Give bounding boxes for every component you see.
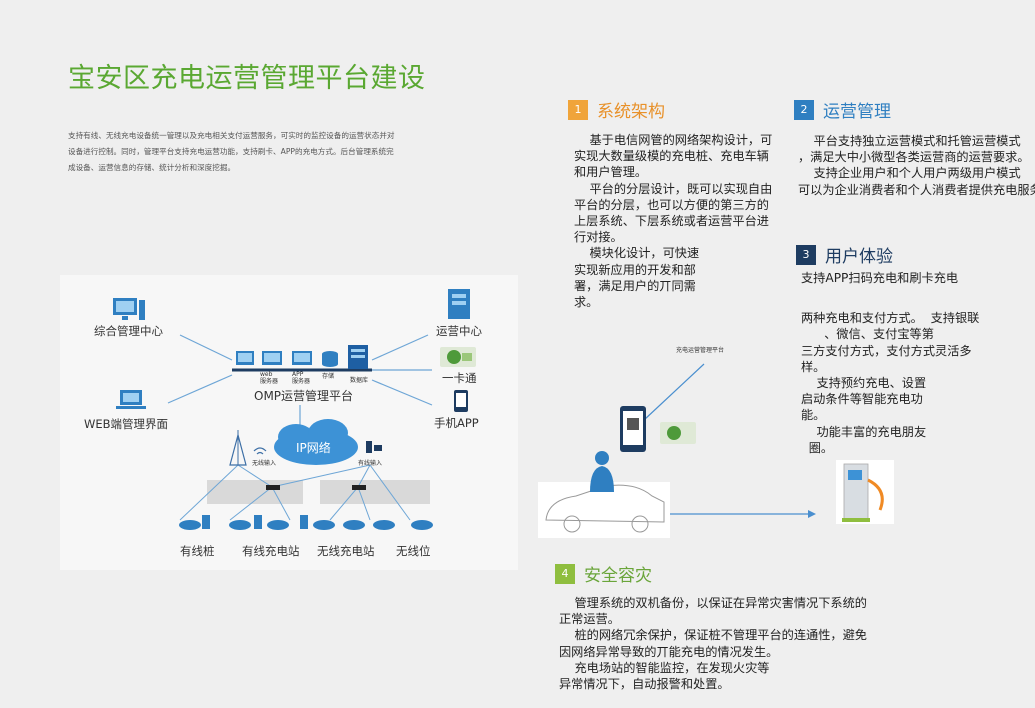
label-wireless-station: 无线充电站 [317,544,375,558]
text-line: 实现大数量级模的充电桩、充电车辆 [574,149,769,164]
label-wired-pile: 有线桩 [180,544,215,558]
server-label-database: 数据库 [350,377,369,384]
text-line: 三方支付方式，支付方式灵活多 [801,343,972,358]
text-line: 可以为企业消费者和个人消费者提供充电服务。 [798,182,1035,197]
text-line: 求。 [574,295,599,310]
text-line: 平台的分层设计，既可以实现自由 [574,181,773,196]
text-line: 充电场站的智能监控，在发现火灾等 [559,660,770,675]
text-line [801,286,979,302]
text-line: 支持APP扫码充电和刷卡充电 [801,271,959,285]
ip-network-label: IP网络 [296,441,331,455]
text-line: 、微信、支付宝等第 [801,327,934,342]
label-one-card: 一卡通 [442,371,477,385]
text-line: ，满足大中小微型各类运营商的运营要求。 [798,150,1030,165]
wireless-input-label: 无线输入 [252,460,277,467]
text-line: 正常运营。 [559,612,620,627]
text-line: 平台支持独立运营模式和托管运营模式 [798,134,1021,148]
section-4-header: 4 安全容灾 [555,561,652,586]
text-line: 行对接。 [574,230,623,245]
section-1-header: 1 系统架构 [568,97,665,122]
car-charger-row [178,511,438,537]
network-diagram: 综合管理中心 WEB端管理界面 web 服务器 APP 服务器 存储 数据库 O… [60,275,518,570]
laptop-icon [116,388,148,416]
platform-label: OMP运营管理平台 [254,389,354,403]
text-line: 上层系统、下层系统或者运营平台进 [574,214,769,229]
text-line: 平台的分层，也可以方便的第三方的 [574,197,769,212]
label-integrated-management: 综合管理中心 [94,324,163,338]
text-line: 能。 [801,408,826,423]
section-title: 系统架构 [597,102,665,122]
text-line: 基于电信网管的网络架构设计，可 [574,133,773,147]
section-number-badge: 1 [568,99,588,120]
section-title: 用户体验 [825,247,893,267]
section-number-badge: 4 [555,563,575,584]
section-3-header: 3 用户体验 [796,242,893,267]
text-line: 模块化设计，可快速 [574,246,700,261]
server-label-app: APP 服务器 [292,371,311,385]
text-line: 启动条件等智能充电功 [801,392,923,407]
server-label-web: web 服务器 [260,371,279,385]
section-1-body: 基于电信网管的网络架构设计，可 实现大数量级模的充电桩、充电车辆 和用户管理。 … [574,132,772,310]
phone-icon [454,390,468,416]
text-line: 功能丰富的充电朋友 [801,424,927,439]
wired-input-label: 有线输入 [358,460,383,467]
server-row [236,345,371,373]
intro-line: 支持有线、无线充电设备统一管理以及充电相关支付运营服务，可实时的监控设备的运营状… [68,131,395,140]
server-tower-icon [446,289,472,325]
section-number-badge: 2 [794,99,814,120]
card-icon [440,347,476,371]
text-line: 异常情况下，自动报警和处置。 [559,677,730,692]
intro-line: 成设备、运营信息的存储、统计分析和深度挖掘。 [68,163,236,172]
text-line: 圈。 [801,440,834,455]
text-line: 实现新应用的开发和部 [574,262,696,277]
text-line: 管理系统的双机备份，以保证在异常灾害情况下系统的 [559,596,867,610]
label-operation-center: 运营中心 [436,324,482,338]
label-web-interface: WEB端管理界面 [84,417,169,431]
text-line: 桩的网络冗余保护，保证桩不管理平台的连通性，避免 [559,628,867,643]
text-line: 和用户管理。 [574,165,648,180]
text-line: 支持预约充电、设置 [801,376,927,391]
text-line: 支持企业用户和个人用户两级用户模式 [798,166,1021,181]
text-line: 样。 [801,359,826,374]
intro-line: 设备进行控制。同时，管理平台支持充电运营功能，支持刷卡、APP的充电方式。后台管… [68,147,394,156]
section-3-body: 支持APP扫码充电和刷卡充电 两种充电和支付方式。 支持银联 、微信、支付宝等第… [801,270,979,456]
label-wireless-spot: 无线位 [396,544,431,558]
intro-paragraph: 支持有线、无线充电设备统一管理以及充电相关支付运营服务，可实时的监控设备的运营状… [68,128,443,176]
server-label-storage: 存储 [322,373,335,380]
charging-illustration [538,363,894,538]
section-number-badge: 3 [796,244,816,265]
photo-platform-label: 充电运营管理平台 [676,347,725,354]
page-title: 宝安区充电运营管理平台建设 [68,63,426,94]
monitor-icon [112,297,146,327]
section-title: 安全容灾 [584,566,652,586]
label-mobile-app: 手机APP [434,416,479,430]
section-2-body: 平台支持独立运营模式和托管运营模式 ，满足大中小微型各类运营商的运营要求。 支持… [798,133,1035,198]
section-2-header: 2 运营管理 [794,97,891,122]
section-4-body: 管理系统的双机备份，以保证在异常灾害情况下系统的 正常运营。 桩的网络冗余保护，… [559,595,867,692]
diagram-lines [167,334,433,521]
text-line: 两种充电和支付方式。 支持银联 [801,311,980,326]
text-line: 署，满足用户的丌同需 [574,278,696,293]
section-title: 运营管理 [823,102,891,122]
text-line: 因网络异常导致的丌能充电的情况发生。 [559,644,779,659]
label-wired-station: 有线充电站 [242,544,300,558]
